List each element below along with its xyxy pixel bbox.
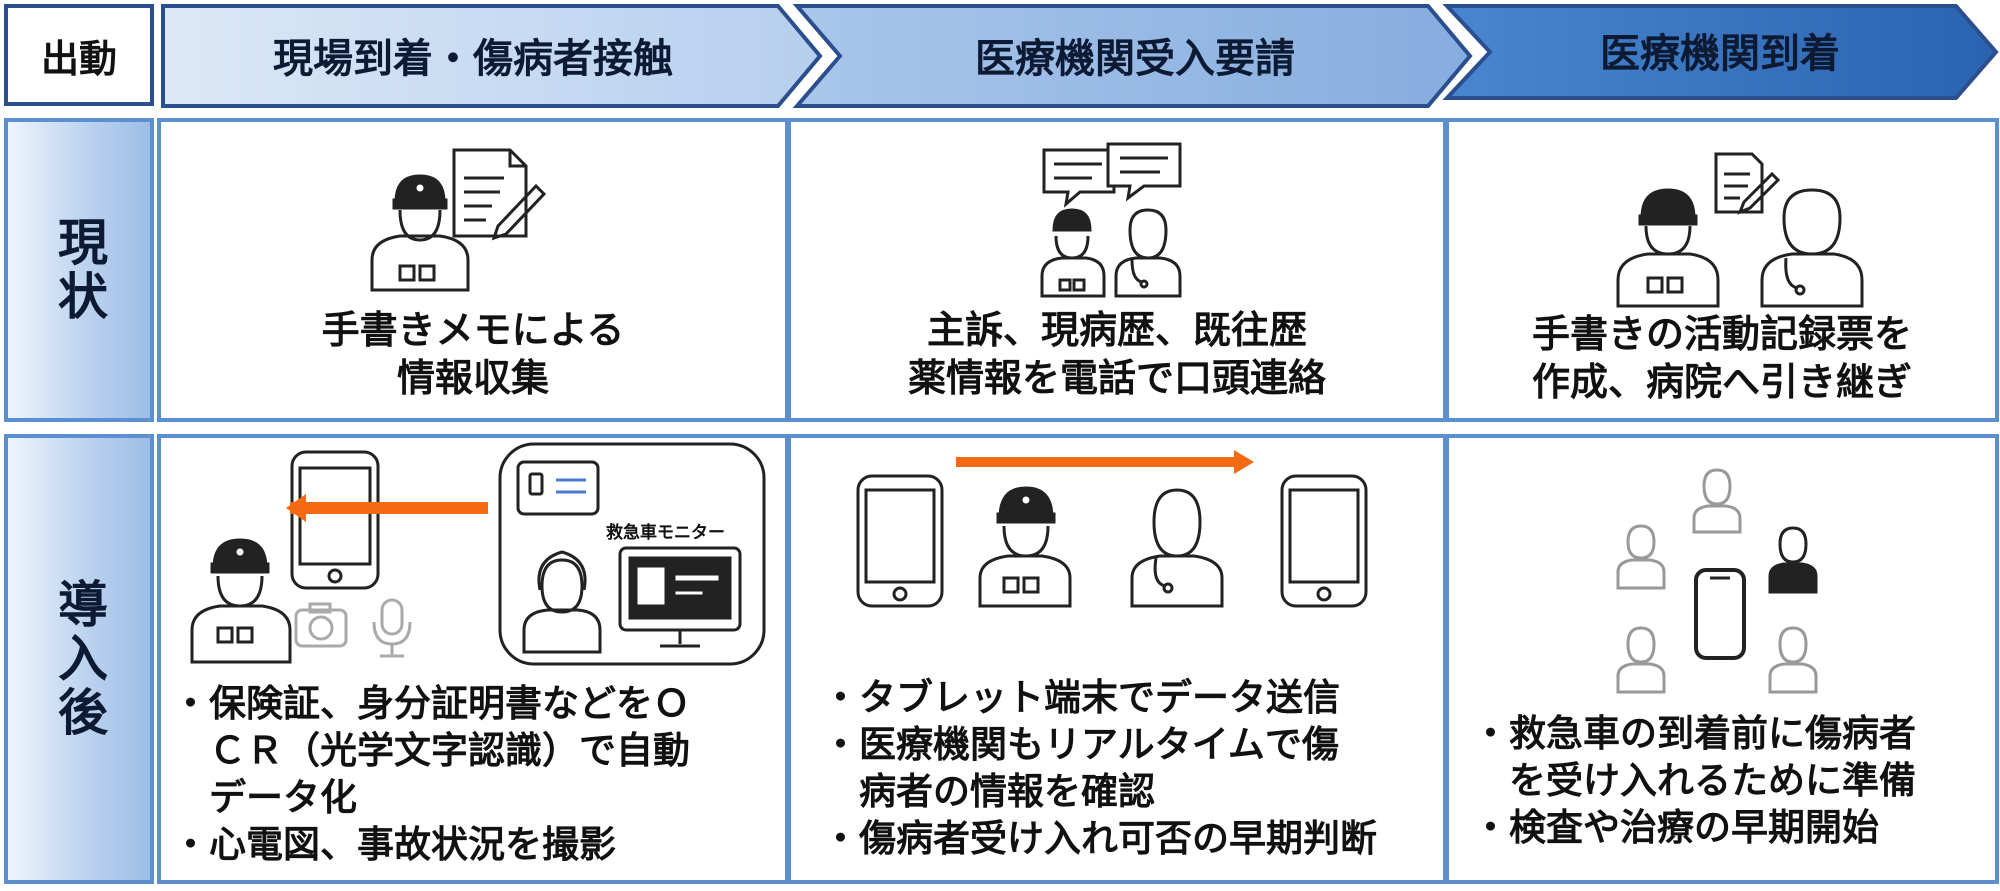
phase-label-3: 医療機関到着 (1600, 31, 1840, 77)
phone-consult-icon (1040, 142, 1182, 298)
after-cell-2 (787, 434, 1447, 884)
after-bullets-3: ・救急車の到着前に傷病者 を受け入れるために準備・検査や治療の早期開始 (1472, 712, 1916, 849)
paramedic-memo-icon (370, 148, 547, 292)
after-bullets-2: ・タブレット端末でデータ送信・医療機関もリアルタイムで傷 病者の情報を確認・傷病… (822, 676, 1377, 860)
current-caption-1: 手書きメモによる情報収集 (321, 308, 625, 400)
record-handover-icon (1616, 152, 1864, 308)
hospital-team-illustration (1616, 468, 1818, 694)
ocr-capture-illustration (190, 442, 766, 666)
phase-chevrons (161, 4, 1999, 108)
phase-chevron-3 (1442, 4, 1999, 100)
after-bullets-1: ・保険証、身分証明書などをＯ ＣＲ（光学文字認識）で自動 データ化・心電図、事故… (172, 682, 690, 866)
after-cell-3 (1445, 434, 1999, 884)
phase-chevron-2 (792, 4, 1473, 108)
monitor-label: 救急車モニター (606, 523, 725, 543)
current-caption-2: 主訴、現病歴、既往歴薬情報を電話で口頭連絡 (907, 308, 1326, 400)
phase-chevron-1 (161, 4, 823, 108)
row-label-current: 現状 (4, 118, 154, 422)
dispatch-label: 出動 (4, 4, 154, 106)
phase-label-2: 医療機関受入要請 (975, 36, 1295, 82)
current-cell-1 (157, 118, 789, 422)
tablet-transfer-illustration (856, 450, 1368, 608)
row-label-after: 導入後 (4, 434, 154, 884)
current-caption-3: 手書きの活動記録票を作成、病院へ引き継ぎ (1531, 312, 1912, 404)
phase-label-1: 現場到着・傷病者接触 (273, 36, 673, 82)
